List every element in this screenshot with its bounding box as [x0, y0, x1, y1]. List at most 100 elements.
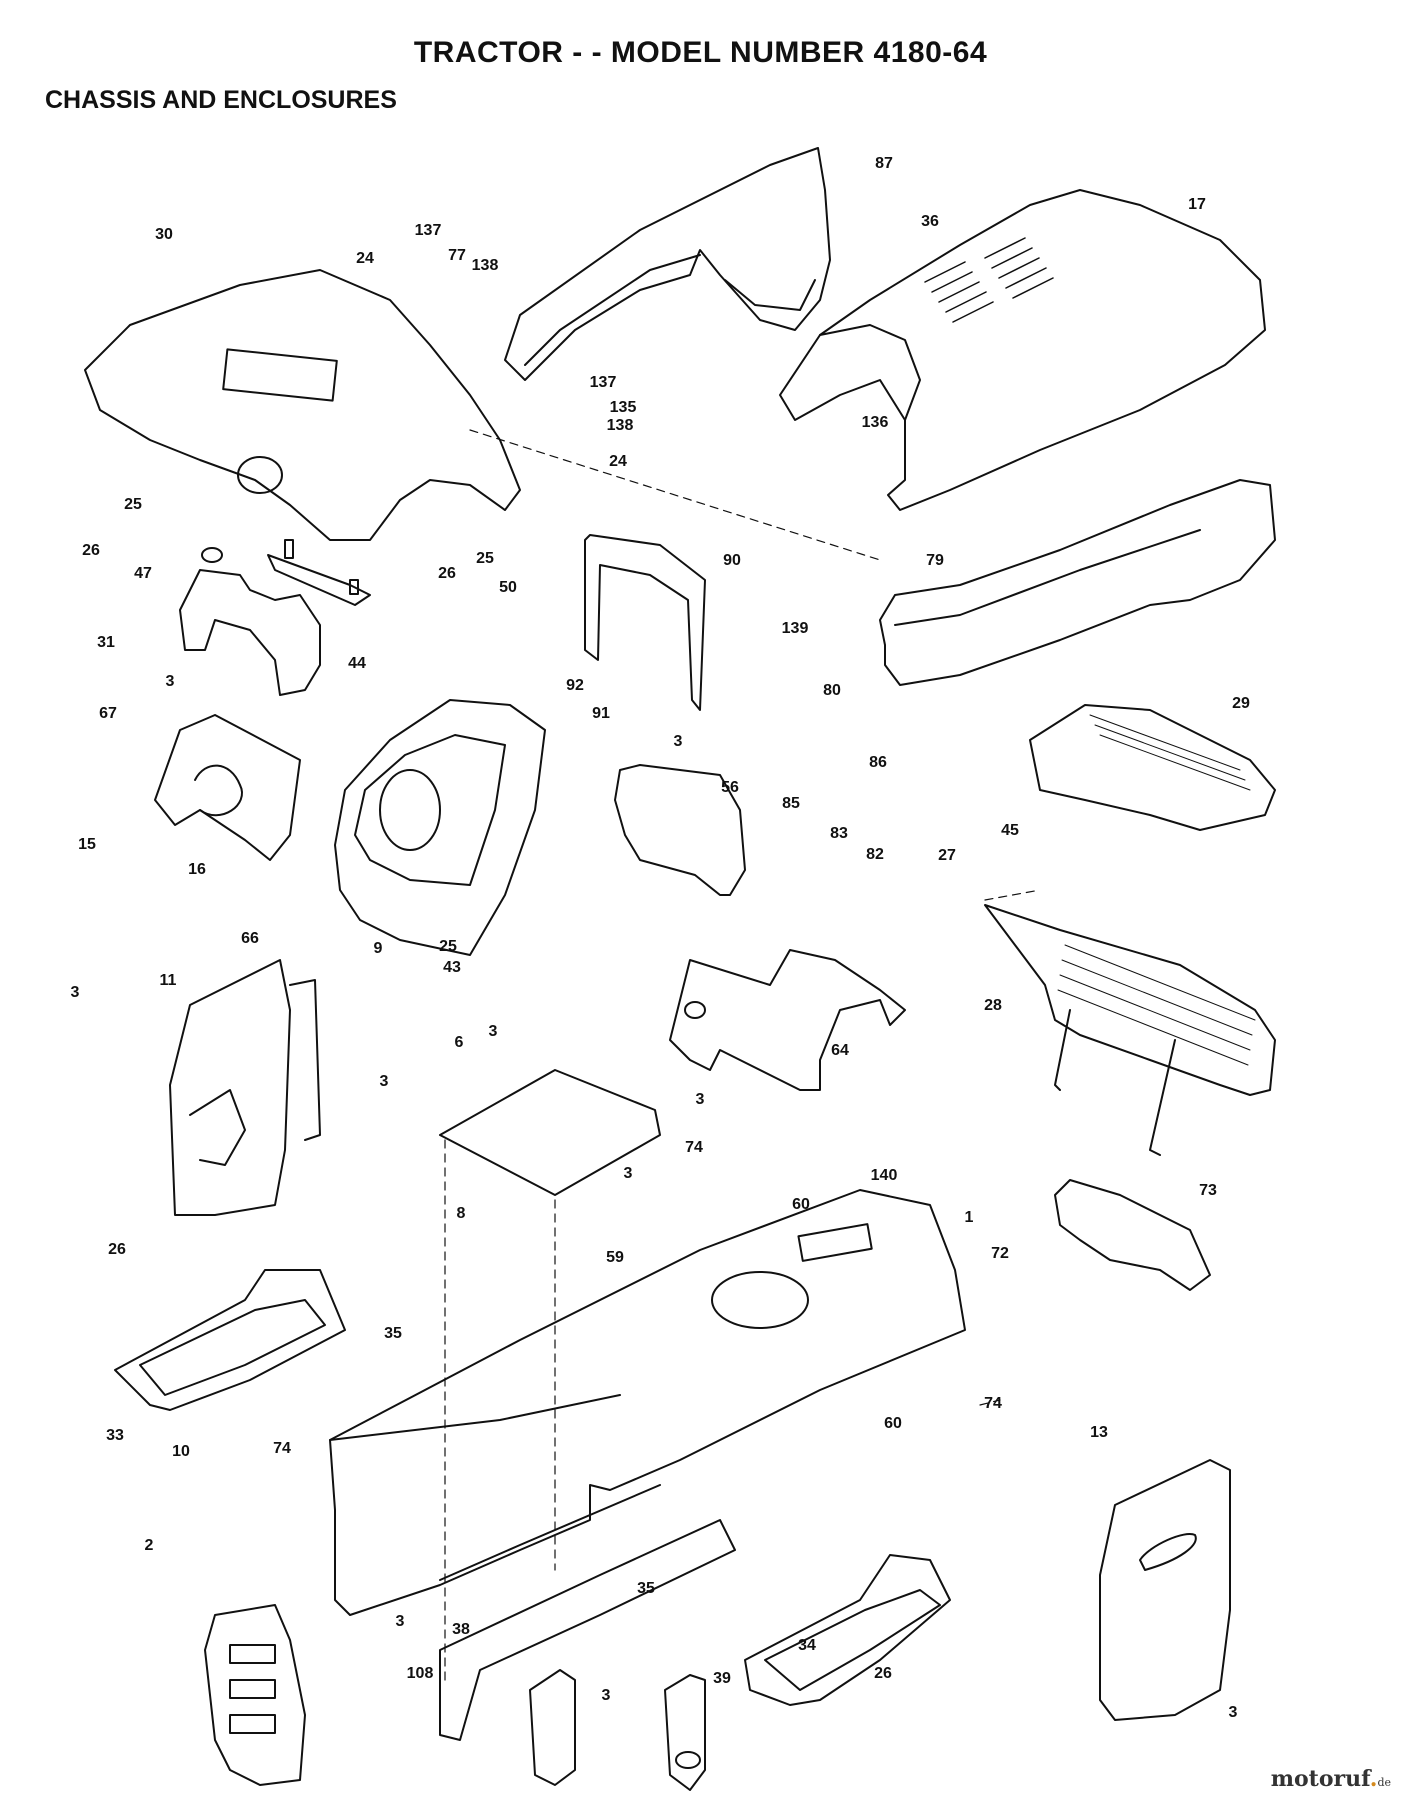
frame-lower-rail	[439, 1519, 736, 1741]
callout-47: 47	[134, 565, 152, 582]
part-9-dash-housing	[334, 699, 546, 956]
callout-3j: 3	[1229, 1704, 1238, 1721]
callout-34: 34	[798, 1637, 816, 1654]
callout-2: 2	[145, 1537, 154, 1554]
callout-33: 33	[106, 1427, 124, 1444]
callout-24b: 24	[609, 453, 627, 470]
callout-3d: 3	[489, 1023, 498, 1040]
part-39-bracket	[664, 1674, 706, 1791]
callout-59: 59	[606, 1249, 624, 1266]
callout-87: 87	[875, 155, 893, 172]
part-38-bracket	[529, 1669, 576, 1786]
part-29-45-panel	[1029, 704, 1276, 831]
part-31-bracket	[179, 547, 321, 696]
callout-3g: 3	[624, 1165, 633, 1182]
callout-82: 82	[866, 846, 884, 863]
part-13-side-panel	[1099, 1459, 1231, 1721]
part-30-rear-fender	[84, 269, 521, 541]
callout-9: 9	[374, 940, 383, 957]
part-86-front-grille	[879, 479, 1276, 686]
callout-25b: 25	[476, 550, 494, 567]
callout-67: 67	[99, 705, 117, 722]
callout-64: 64	[831, 1042, 849, 1059]
part-2-rear-plate	[204, 1604, 306, 1786]
part-56-bracket	[614, 764, 746, 896]
callout-3e: 3	[380, 1073, 389, 1090]
callout-39: 39	[713, 1670, 731, 1687]
callout-11: 11	[160, 972, 177, 989]
callout-60b: 60	[884, 1415, 902, 1432]
part-6-plate	[439, 1069, 661, 1196]
callout-108: 108	[407, 1665, 434, 1682]
part-64-mount	[669, 949, 906, 1091]
callout-3c: 3	[71, 984, 80, 1001]
callout-45: 45	[1001, 822, 1019, 839]
callout-26b: 26	[438, 565, 456, 582]
part-34-footrest	[744, 1554, 951, 1706]
callout-43: 43	[443, 959, 461, 976]
watermark-logo: motoruf.de	[1270, 1766, 1391, 1792]
callout-3i: 3	[602, 1687, 611, 1704]
callout-66: 66	[241, 930, 259, 947]
callout-136: 136	[862, 414, 889, 431]
callout-6: 6	[455, 1034, 464, 1051]
callout-25a: 25	[124, 496, 142, 513]
callout-135: 135	[610, 399, 637, 416]
callout-3h: 3	[396, 1613, 405, 1630]
callout-36: 36	[921, 213, 939, 230]
callout-25c: 25	[439, 938, 457, 955]
callout-80: 80	[823, 682, 841, 699]
callout-38: 38	[452, 1621, 470, 1638]
callout-72: 72	[991, 1245, 1009, 1262]
callout-140: 140	[871, 1167, 898, 1184]
callout-74a: 74	[685, 1139, 703, 1156]
part-1-main-frame	[329, 1189, 966, 1616]
callout-13: 13	[1090, 1424, 1108, 1441]
page-title: TRACTOR - - MODEL NUMBER 4180-64	[413, 36, 988, 69]
part-87-dash-cover	[504, 147, 831, 381]
callout-26d: 26	[874, 1665, 892, 1682]
callout-79: 79	[926, 552, 944, 569]
callout-17: 17	[1188, 196, 1206, 213]
callout-73: 73	[1199, 1182, 1217, 1199]
callout-35a: 35	[384, 1325, 402, 1342]
callout-60a: 60	[792, 1196, 810, 1213]
callout-35b: 35	[637, 1580, 655, 1597]
callout-26a: 26	[82, 542, 100, 559]
part-28-front-support	[984, 904, 1276, 1156]
part-50-support	[584, 534, 706, 711]
callout-74c: 74	[273, 1440, 291, 1457]
callout-85: 85	[782, 795, 800, 812]
part-72-bracket	[1054, 1179, 1211, 1291]
callout-50: 50	[499, 579, 517, 596]
callout-3b: 3	[674, 733, 683, 750]
callout-138b: 138	[607, 417, 634, 434]
callout-74b: 74	[984, 1395, 1002, 1412]
callout-15: 15	[78, 836, 96, 853]
callout-10: 10	[172, 1443, 190, 1460]
callout-77: 77	[448, 247, 466, 264]
part-44-plate	[267, 539, 371, 606]
callout-91: 91	[592, 705, 610, 722]
callout-56: 56	[721, 779, 739, 796]
callout-83: 83	[830, 825, 848, 842]
callout-90: 90	[723, 552, 741, 569]
callout-138a: 138	[472, 257, 499, 274]
callout-3f: 3	[696, 1091, 705, 1108]
callout-139: 139	[782, 620, 809, 637]
callout-1: 1	[965, 1209, 974, 1226]
callout-29: 29	[1232, 695, 1250, 712]
section-subtitle: CHASSIS AND ENCLOSURES	[45, 86, 397, 114]
callout-137a: 137	[415, 222, 442, 239]
callout-44: 44	[348, 655, 366, 672]
callout-16: 16	[188, 861, 206, 878]
callout-92: 92	[566, 677, 584, 694]
callout-137b: 137	[590, 374, 617, 391]
part-33-footrest	[114, 1269, 346, 1411]
callout-28: 28	[984, 997, 1002, 1014]
callout-3a: 3	[166, 673, 175, 690]
callout-31: 31	[97, 634, 115, 651]
